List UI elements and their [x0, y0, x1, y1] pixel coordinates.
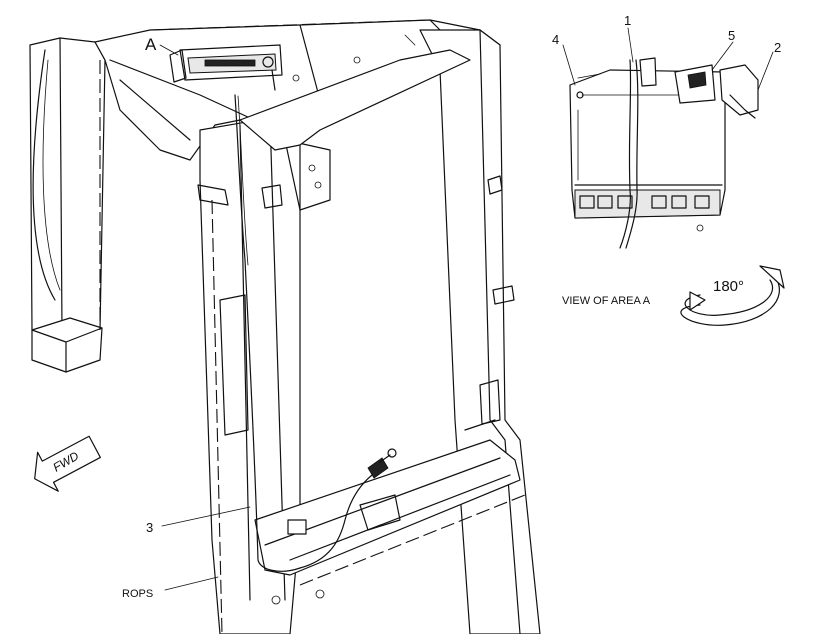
- left-post: [29, 37, 106, 373]
- rotation-arrow-icon: [680, 265, 785, 326]
- callout-2: 2: [774, 40, 781, 55]
- right-rear-post: [419, 29, 541, 634]
- callout-1: 1: [624, 13, 631, 28]
- radio-unit-in-cab: [169, 44, 283, 91]
- fwd-arrow-icon: [34, 435, 101, 492]
- callout-3: 3: [146, 520, 153, 535]
- area-a-label: A: [145, 35, 157, 54]
- lower-cross-member: [254, 439, 526, 605]
- rotation-label: 180°: [713, 278, 744, 295]
- leader-lines: [159, 27, 774, 591]
- view-caption: VIEW OF AREA A: [562, 295, 651, 307]
- callout-5: 5: [728, 28, 735, 43]
- inset-view-area-a: [569, 57, 759, 249]
- wire-harness: [234, 94, 397, 572]
- callout-4: 4: [552, 32, 559, 47]
- rops-label: ROPS: [122, 588, 153, 600]
- upper-side-beam: [239, 49, 471, 151]
